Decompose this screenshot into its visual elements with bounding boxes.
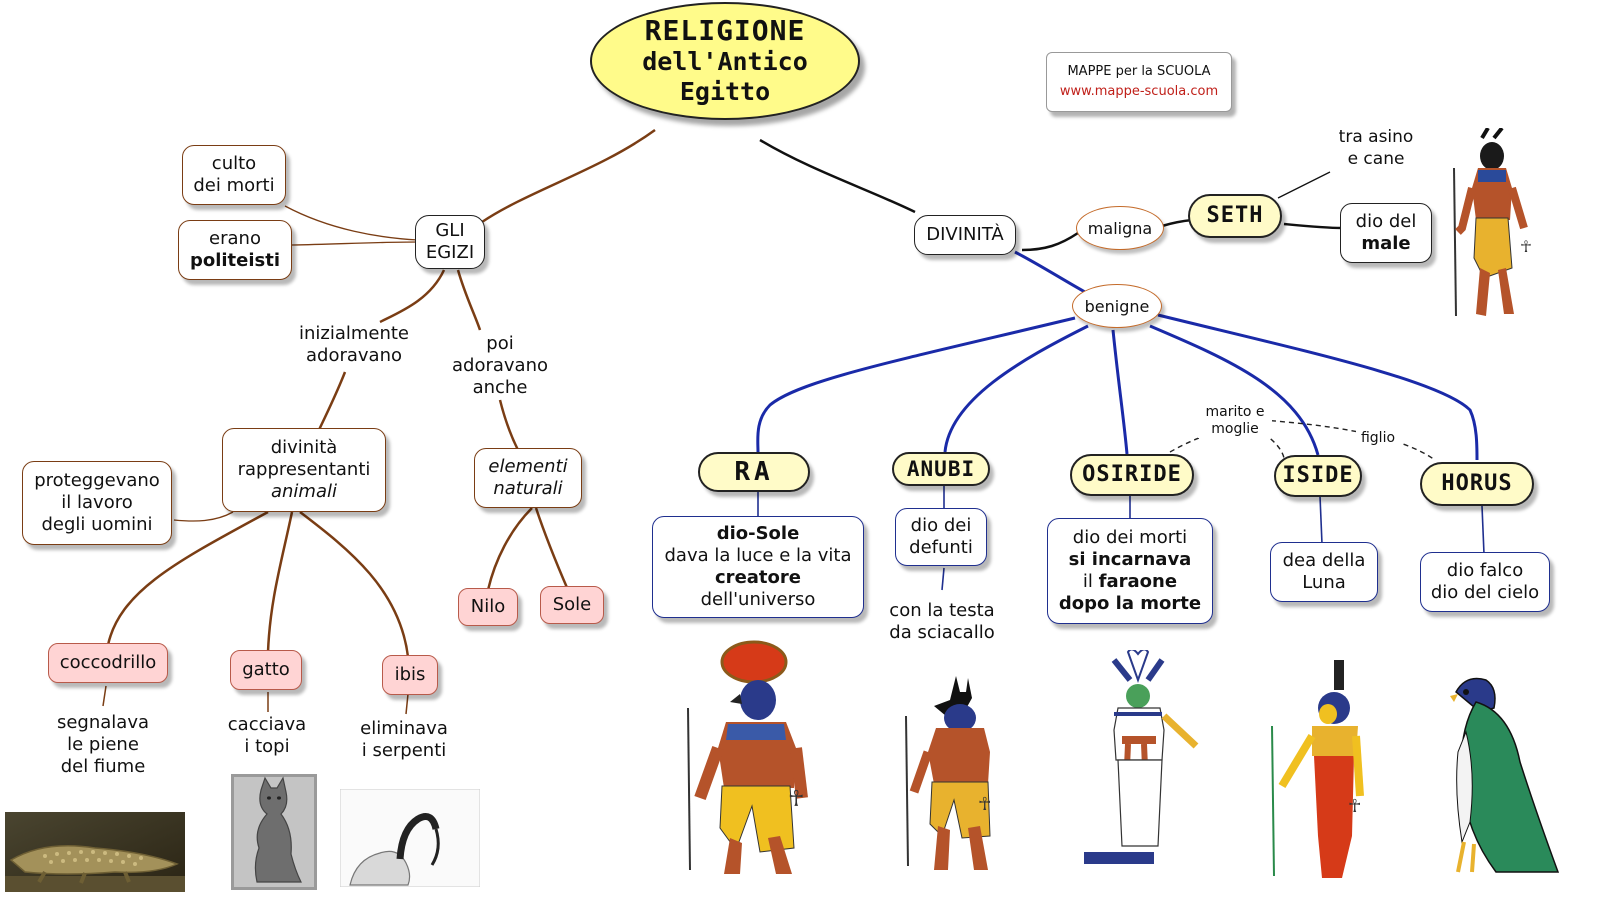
node-horus-desc: dio falco dio del cielo: [1420, 552, 1550, 612]
osiris-figure: [1084, 650, 1199, 864]
link-egizi-politeisti: [291, 241, 419, 246]
label-marito-e-moglie: marito e moglie: [1198, 404, 1272, 438]
svg-text:☥: ☥: [788, 787, 804, 812]
oval-benigne: benigne: [1072, 284, 1162, 328]
anubis-figure: ☥: [905, 676, 991, 870]
node-elementi-naturali: elementi naturali: [474, 448, 582, 508]
title-ellipse: RELIGIONE dell'Antico Egitto: [590, 2, 860, 120]
link-egizi-poi: [456, 269, 482, 331]
link-egizi-culto: [284, 205, 419, 241]
node-gatto: gatto: [230, 650, 302, 690]
label-gatto-desc: cacciava i topi: [227, 714, 307, 757]
link-benigne-anubi: [943, 324, 1089, 453]
link-seth-tra: [1277, 171, 1331, 199]
link-elementi-sole: [534, 507, 570, 591]
node-seth-dio-del-male: dio del male: [1340, 203, 1432, 263]
link-horus-desc: [1481, 505, 1485, 555]
link-animali-proteggevano: [173, 511, 234, 522]
link-benigne-ra: [756, 316, 1076, 453]
link-animali-gatto: [266, 511, 294, 653]
node-ra-desc: dio-Sole dava la luce e la vita creatore…: [652, 516, 864, 618]
title-line2: dell'Antico Egitto: [642, 47, 808, 106]
node-proteggevano: proteggevano il lavoro degli uomini: [22, 461, 172, 545]
svg-text:☥: ☥: [978, 794, 991, 815]
label-poi-adoravano-anche: poi adoravano anche: [451, 333, 548, 398]
label-ibis-desc: eliminava i serpenti: [360, 718, 448, 761]
link-divinita-benigne: [1014, 250, 1086, 294]
label-figlio: figlio: [1356, 430, 1400, 447]
node-iside-desc: dea della Luna: [1270, 542, 1378, 602]
isis-figure: ☥: [1271, 660, 1364, 878]
ibis-photo: [340, 789, 480, 887]
link-anubi-extra: [941, 567, 945, 591]
svg-text:☥: ☥: [1348, 796, 1361, 817]
link-animali-coccodrillo: [106, 510, 269, 646]
node-nilo: Nilo: [458, 588, 518, 626]
node-seth: SETH: [1188, 194, 1282, 238]
link-divinita-maligna: [1021, 231, 1079, 252]
node-culto-dei-morti: culto dei morti: [182, 145, 286, 205]
node-erano-politeisti: erano politeisti: [178, 220, 292, 280]
link-poi-elementi: [498, 399, 520, 451]
link-egizi-inizialmente: [379, 269, 446, 324]
oval-maligna: maligna: [1076, 206, 1164, 250]
label-seth-tra: tra asino e cane: [1338, 127, 1414, 169]
node-osiride-desc: dio dei morti si incarnava il faraone do…: [1047, 518, 1213, 624]
brand-url[interactable]: www.mappe-scuola.com: [1059, 84, 1219, 99]
link-iside-desc: [1319, 495, 1323, 545]
brand-name: MAPPE per la SCUOLA: [1067, 64, 1211, 79]
link-ibis-desc: [405, 693, 409, 715]
node-gli-egizi: GLI EGIZI: [415, 215, 485, 269]
node-divinita-animali: divinità rappresentanti animali: [222, 428, 386, 512]
label-anubi-extra: con la testa da sciacallo: [889, 600, 995, 643]
label-coccodrillo-desc: segnalava le piene del fiume: [56, 712, 150, 777]
link-title-divinita: [759, 138, 916, 214]
svg-text:☥: ☥: [1520, 237, 1532, 256]
node-iside: ISIDE: [1274, 455, 1362, 497]
cat-statue-photo: [231, 774, 317, 890]
link-title-egizi: [481, 128, 656, 224]
node-sole: Sole: [540, 586, 604, 624]
title-line1: RELIGIONE: [644, 14, 806, 47]
label-inizialmente-adoravano: inizialmente adoravano: [298, 323, 410, 366]
node-osiride: OSIRIDE: [1070, 454, 1194, 496]
node-divinita: DIVINITÀ: [914, 215, 1016, 255]
node-coccodrillo: coccodrillo: [48, 643, 168, 683]
node-anubi-desc: dio dei defunti: [895, 508, 987, 566]
link-inizialmente-animali: [316, 371, 347, 433]
link-seth-dio: [1283, 222, 1343, 230]
node-ibis: ibis: [382, 655, 438, 695]
link-benigne-osiride: [1111, 329, 1129, 455]
link-coccodrillo-desc: [102, 685, 107, 707]
link-elementi-nilo: [486, 507, 533, 591]
seth-figure: ☥: [1453, 128, 1532, 317]
link-iside-horus-figlio: [1261, 419, 1436, 461]
node-anubi: ANUBI: [892, 452, 990, 486]
horus-falcon-figure: [1450, 677, 1560, 873]
node-ra: RA: [698, 452, 810, 492]
link-maligna-seth: [1161, 218, 1193, 228]
link-animali-ibis: [299, 511, 410, 658]
ra-figure: ☥: [687, 640, 808, 874]
link-benigne-horus: [1157, 313, 1479, 461]
link-benigne-iside: [1149, 324, 1320, 456]
crocodile-photo: [5, 812, 185, 892]
brand-box[interactable]: MAPPE per la SCUOLA www.mappe-scuola.com: [1046, 52, 1232, 112]
node-horus: HORUS: [1420, 462, 1534, 506]
